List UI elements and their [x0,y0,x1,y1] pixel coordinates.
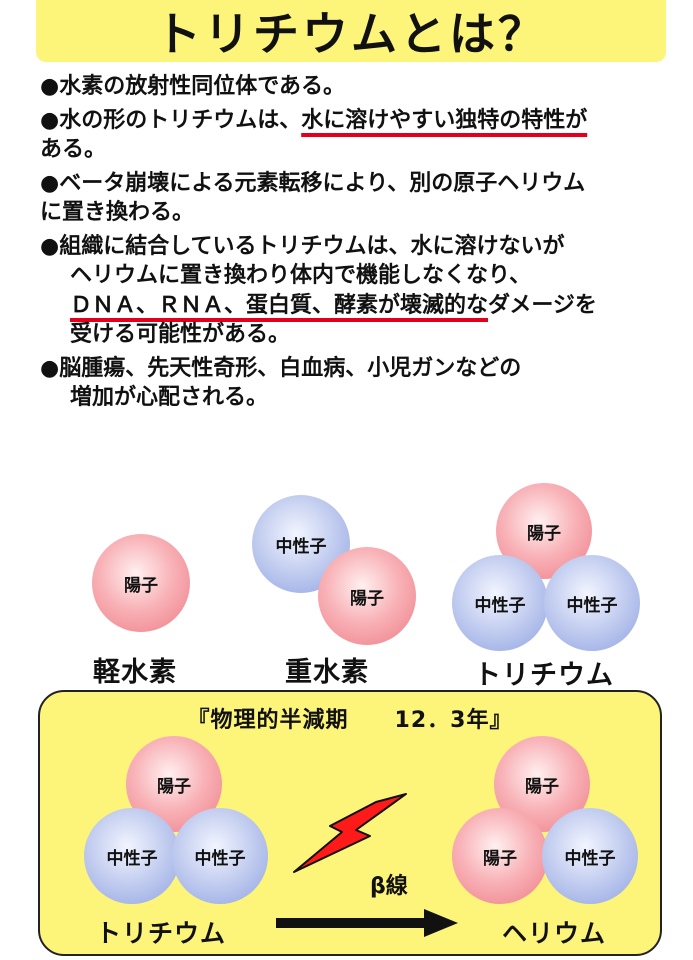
title-banner: トリチウムとは？ [36,0,666,62]
bullet-4-line3: ダメージを [488,292,597,318]
bullet-2: ●水の形のトリチウムは、水に溶けやすい独特の特性が ある。 [40,106,670,165]
deuterium-neutron: 中性子 [252,495,350,593]
proton-label: 陽子 [350,588,384,609]
tritium-neutron-left: 中性子 [452,555,548,651]
decay-from-label: トリチウム [96,919,227,948]
neutron-label: 中性子 [194,848,246,869]
bullet-list: ●水素の放射性同位体である。 ●水の形のトリチウムは、水に溶けやすい独特の特性が… [40,72,670,417]
tritium-label: トリチウム [474,660,614,691]
neutron-label: 中性子 [566,595,618,616]
proton-label: 陽子 [527,523,561,544]
bullet-4-line2: ヘリウムに置き換わり体内で機能しなくなり、 [70,263,532,288]
deuterium-proton: 陽子 [318,547,416,645]
bullet-2-text: ●水の形のトリチウムは、 [40,107,302,133]
proton-label: 陽子 [525,776,559,797]
proton-label: 陽子 [124,575,158,596]
bullet-5-line2: 増加が心配される。 [70,385,269,410]
helium-neutron-right: 中性子 [542,808,638,904]
arrow-right-icon [276,909,458,937]
page-title: トリチウムとは？ [155,7,547,61]
neutron-label: 中性子 [474,595,526,616]
bullet-2-text-cont: ある。 [40,137,107,162]
bullet-3: ●ベータ崩壊による元素転移により、別の原子ヘリウム に置き換わる。 [40,169,670,228]
bullet-4-highlight: ＤＮＡ、ＲＮＡ、蛋白質、酵素が壊滅的な [70,292,489,318]
decay-tritium-neutron-right: 中性子 [172,808,268,904]
bullet-5: ●脳腫瘍、先天性奇形、白血病、小児ガンなどの 増加が心配される。 [40,354,670,413]
deuterium-label: 重水素 [285,657,369,688]
bullet-3-line2: に置き換わる。 [40,200,195,225]
neutron-label: 中性子 [275,536,327,557]
helium-proton-left: 陽子 [452,808,548,904]
bullet-4-line1: ●組織に結合しているトリチウムは、水に溶けないが [40,233,565,259]
bullet-4: ●組織に結合しているトリチウムは、水に溶けないが ヘリウムに置き換わり体内で機能… [40,232,670,350]
tritium-neutron-right: 中性子 [544,555,640,651]
half-life-text: 『物理的半減期 12．3年』 [187,708,513,733]
beta-ray-label: β線 [370,874,408,899]
bullet-2-highlight: 水に溶けやすい独特の特性が [301,107,588,133]
light-hydrogen-label: 軽水素 [93,657,177,688]
lightning-bolt-icon [293,793,407,873]
light-hydrogen-proton: 陽子 [92,534,190,632]
proton-label: 陽子 [157,776,191,797]
bullet-5-line1: ●脳腫瘍、先天性奇形、白血病、小児ガンなどの [40,355,522,381]
decay-to-label: ヘリウム [502,919,607,948]
neutron-label: 中性子 [106,848,158,869]
decay-panel: 『物理的半減期 12．3年』 陽子 中性子 中性子 トリチウム 陽子 陽子 中性… [38,690,662,956]
bullet-1: ●水素の放射性同位体である。 [40,74,345,99]
neutron-label: 中性子 [564,848,616,869]
decay-tritium-neutron-left: 中性子 [84,808,180,904]
bullet-4-line4: 受ける可能性がある。 [70,322,291,347]
bullet-3-line1: ●ベータ崩壊による元素転移により、別の原子ヘリウム [40,170,586,196]
proton-label: 陽子 [483,848,517,869]
